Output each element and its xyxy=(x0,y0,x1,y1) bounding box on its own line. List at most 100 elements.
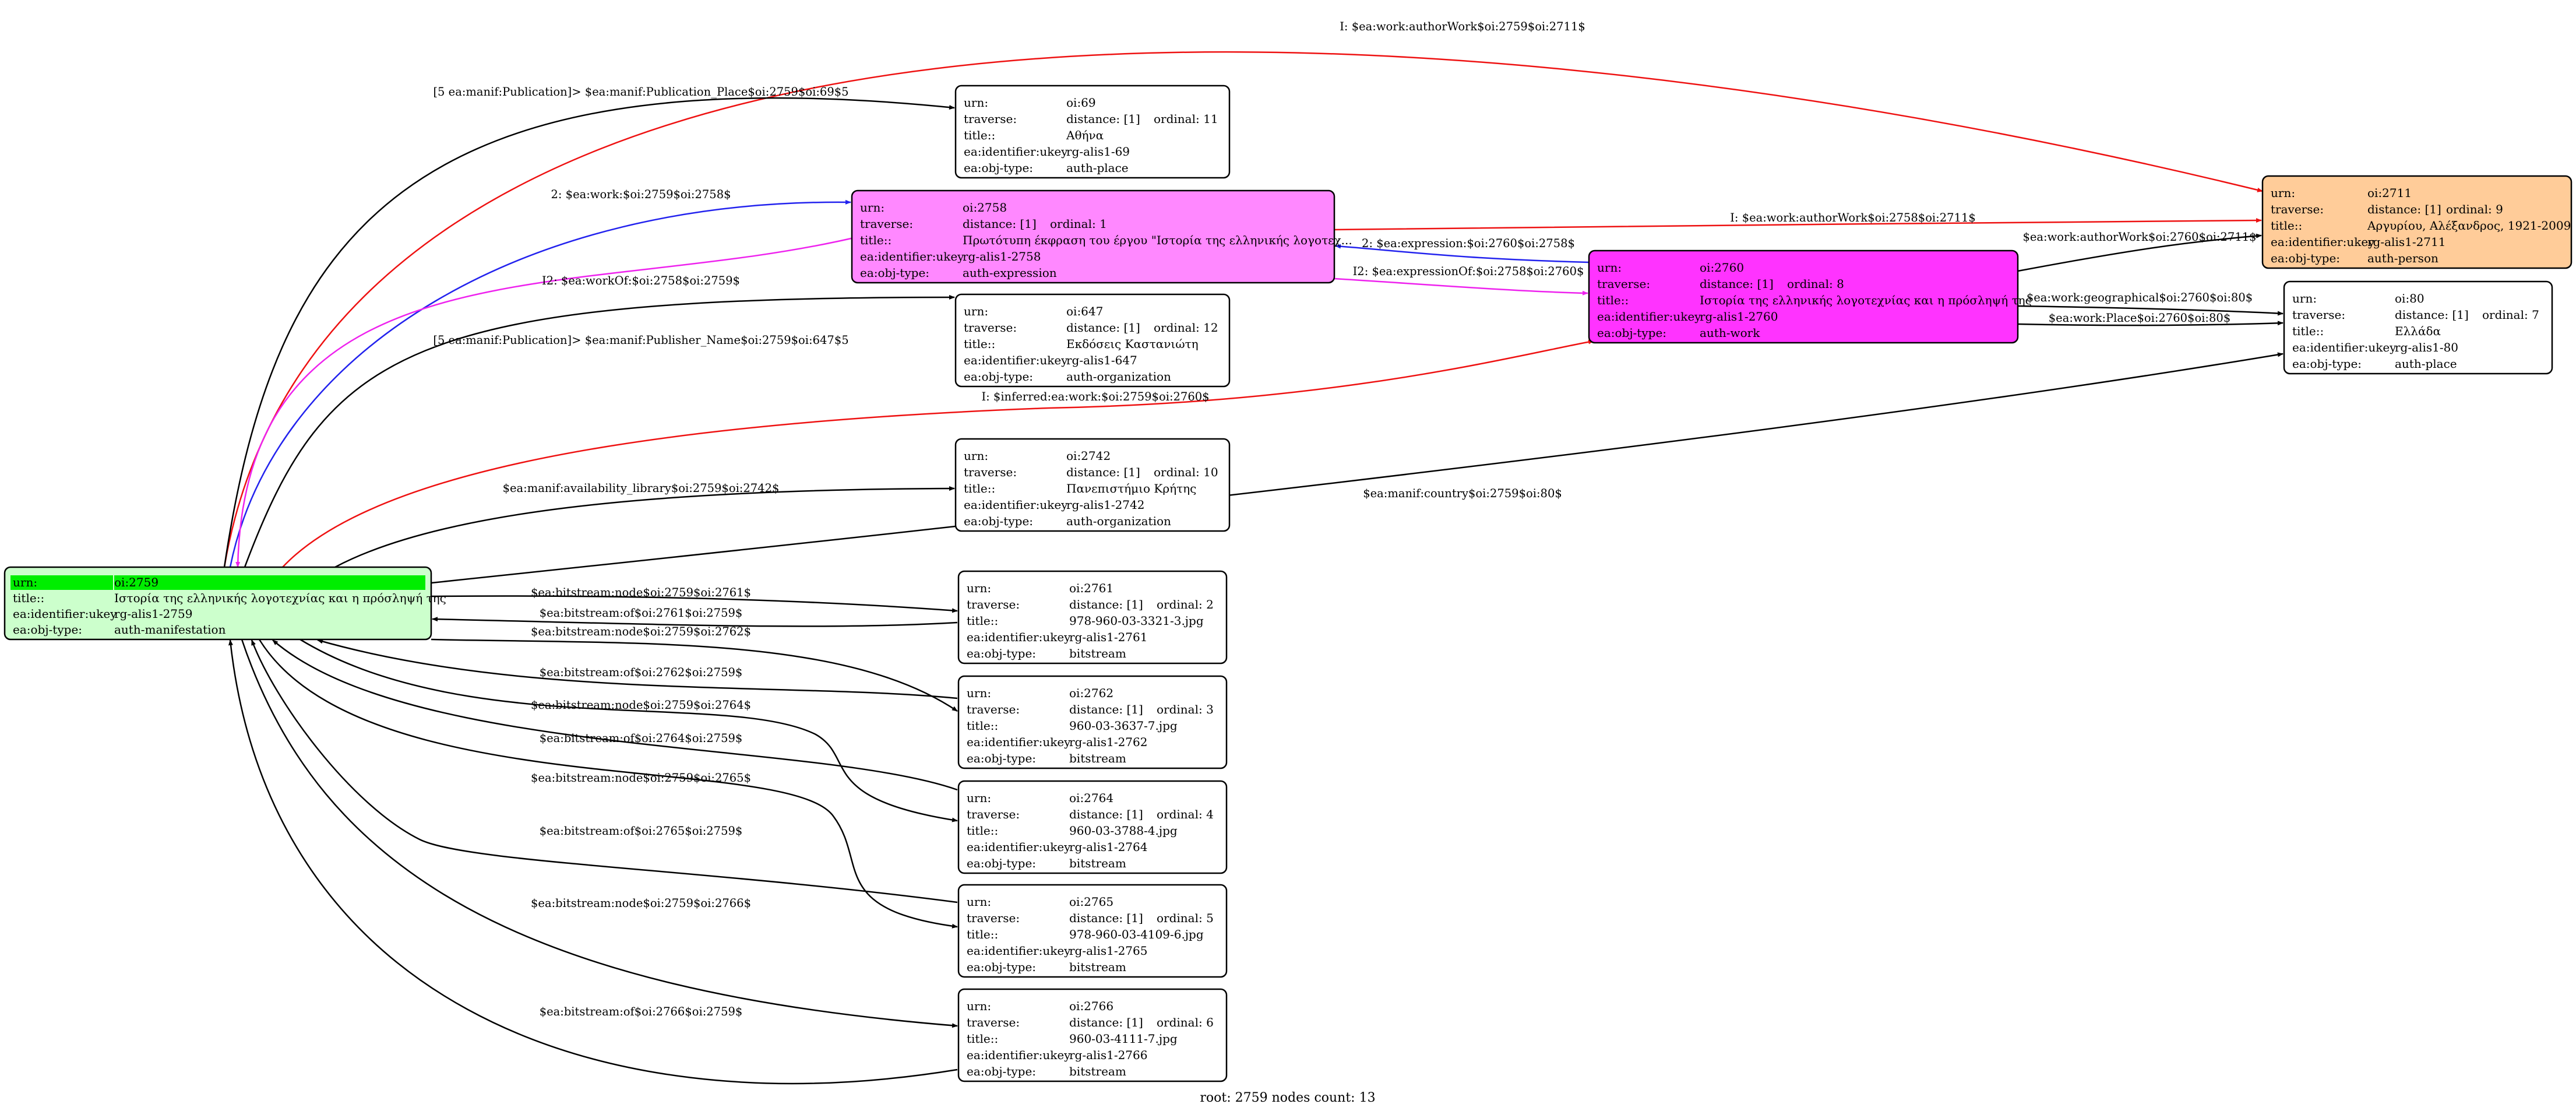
node-key: title:: xyxy=(1597,293,1629,307)
edge-line xyxy=(299,638,958,822)
node-value: rg-alis1-2742 xyxy=(1066,498,1144,512)
node-box xyxy=(954,293,1231,388)
edge-label: $ea:bitstream:of$oi:2765$oi:2759$ xyxy=(540,824,743,838)
edge-line xyxy=(223,51,2263,568)
edge-line xyxy=(1334,218,2262,231)
node-key: ea:identifier:ukey xyxy=(13,607,117,621)
node-key: title:: xyxy=(967,719,998,733)
node-key: title:: xyxy=(967,614,998,628)
edge-inferred: I: $inferred:ea:work:$oi:2759$oi:2760$ xyxy=(282,339,1594,568)
node-value: auth-person xyxy=(2367,251,2438,265)
edge-label: $ea:work:geographical$oi:2760$oi:80$ xyxy=(2027,291,2253,304)
edge-line xyxy=(272,639,958,791)
node-ordinal: ordinal: 8 xyxy=(1787,277,1844,291)
node-key: ea:obj-type: xyxy=(967,646,1036,660)
node-value: bitstream xyxy=(1069,856,1126,870)
node-value: Αργυρίου, Αλέξανδρος, 1921-2009 xyxy=(2367,219,2571,233)
node-value: rg-alis1-2758 xyxy=(963,249,1041,263)
edge-label: $ea:bitstream:of$oi:2764$oi:2759$ xyxy=(540,732,743,745)
node-key: ea:obj-type: xyxy=(967,751,1036,765)
node-value: distance: [1] xyxy=(1066,321,1140,335)
node-value: 960-03-3637-7.jpg xyxy=(1069,719,1178,733)
node-value: oi:647 xyxy=(1066,304,1103,318)
node-value: distance: [1] xyxy=(2395,308,2469,322)
edge-country: $ea:manif:country$oi:2759$oi:80$ xyxy=(431,352,2283,584)
node-value: distance: [1] xyxy=(1069,597,1143,611)
node-key: traverse: xyxy=(967,911,1020,925)
edge-line xyxy=(317,639,958,699)
node-key: title:: xyxy=(967,927,998,941)
node-key: traverse: xyxy=(1597,277,1650,291)
edge-work-2758: 2: $ea:work:$oi:2759$oi:2758$ xyxy=(229,188,851,568)
node-value: distance: [1] xyxy=(1066,465,1140,479)
node-key: urn: xyxy=(860,201,884,215)
node-key: urn: xyxy=(967,581,991,595)
node-value: rg-alis1-2766 xyxy=(1069,1048,1147,1062)
node-ordinal: ordinal: 6 xyxy=(1157,1015,1214,1029)
node-key: traverse: xyxy=(2292,308,2345,322)
edge-line xyxy=(229,199,851,568)
graph-footer: root: 2759 nodes count: 13 xyxy=(1200,1091,1375,1105)
node-value: Πανεπιστήμιο Κρήτης xyxy=(1066,481,1196,495)
edge-line xyxy=(223,97,955,568)
edge-of-2761: $ea:bitstream:of$oi:2761$oi:2759$ xyxy=(432,606,958,627)
edge-line xyxy=(235,235,862,568)
node-key: ea:identifier:ukey xyxy=(967,735,1071,749)
node-value: Ιστορία της ελληνικής λογοτεχνίας και η … xyxy=(1700,293,2032,307)
edge-pubplace: [5 ea:manif:Publication]> $ea:manif:Publ… xyxy=(223,85,955,568)
node-key: traverse: xyxy=(967,597,1020,611)
node-value: Εκδόσεις Καστανιώτη xyxy=(1066,337,1199,351)
edge-geo: $ea:work:geographical$oi:2760$oi:80$ xyxy=(2017,291,2283,316)
node-key: title:: xyxy=(13,591,44,605)
node-key: title:: xyxy=(967,1032,998,1046)
node-key: ea:obj-type: xyxy=(964,370,1033,384)
edge-of-2762: $ea:bitstream:of$oi:2762$oi:2759$ xyxy=(317,639,958,699)
node-value: oi:2759 xyxy=(114,575,158,589)
edge-line xyxy=(241,639,958,1028)
node-value: oi:2760 xyxy=(1700,261,1744,275)
node-value: rg-alis1-647 xyxy=(1066,353,1137,367)
edge-line xyxy=(2017,321,2283,326)
node-key: urn: xyxy=(13,575,37,589)
node-value: bitstream xyxy=(1069,751,1126,765)
edge-author-2759: I: $ea:work:authorWork$oi:2759$oi:2711$ xyxy=(223,20,2263,568)
node-value: oi:2761 xyxy=(1069,581,1113,595)
node-value: auth-place xyxy=(1066,161,1129,175)
node-box xyxy=(2261,175,2573,269)
node-key: title:: xyxy=(967,824,998,838)
edge-node-2764: $ea:bitstream:node$oi:2759$oi:2764$ xyxy=(299,638,958,822)
edge-label: $ea:bitstream:node$oi:2759$oi:2764$ xyxy=(531,698,751,712)
node-box xyxy=(957,675,1228,769)
edge-expressionof: I2: $ea:expressionOf:$oi:2758$oi:2760$ xyxy=(1334,265,1588,296)
edges-layer: I: $ea:work:authorWork$oi:2759$oi:2711$[… xyxy=(223,20,2283,1085)
node-value: oi:2711 xyxy=(2367,186,2412,200)
node-key: ea:identifier:ukey xyxy=(967,630,1071,644)
node-value: auth-place xyxy=(2395,357,2457,371)
node-key: title:: xyxy=(964,337,995,351)
edge-of-2765: $ea:bitstream:of$oi:2765$oi:2759$ xyxy=(251,639,958,903)
edge-line xyxy=(1335,244,1590,263)
node-key: ea:obj-type: xyxy=(967,856,1036,870)
node-key: ea:identifier:ukey xyxy=(967,1048,1071,1062)
node-key: urn: xyxy=(1597,261,1622,275)
node-value: oi:80 xyxy=(2395,291,2425,305)
edge-label: $ea:bitstream:node$oi:2759$oi:2765$ xyxy=(531,771,751,785)
edge-line xyxy=(431,595,958,613)
edge-label: I: $inferred:ea:work:$oi:2759$oi:2760$ xyxy=(981,390,1209,403)
node-box xyxy=(954,85,1231,179)
node-value: oi:69 xyxy=(1066,96,1096,110)
